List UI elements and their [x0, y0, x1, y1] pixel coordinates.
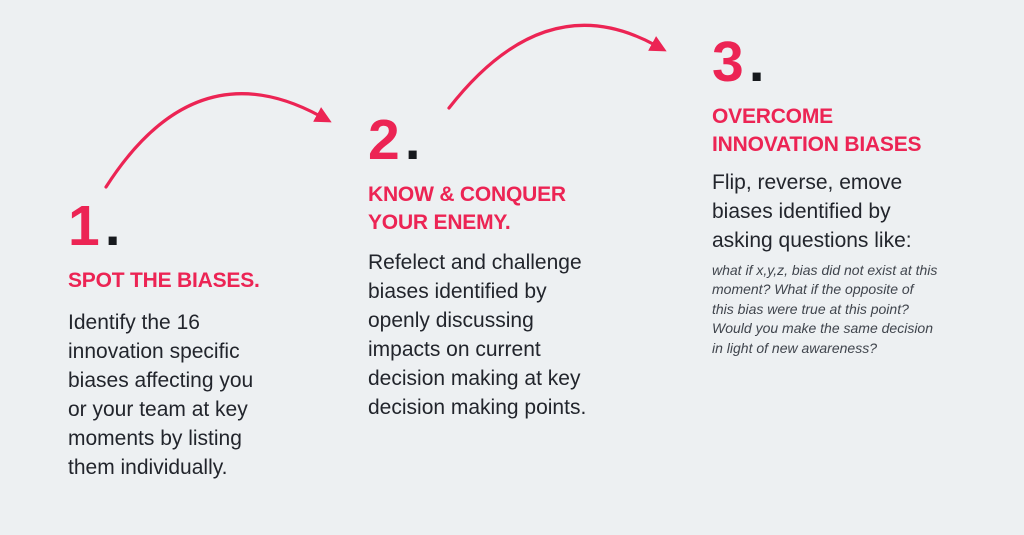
step-3-number: 3. [712, 34, 942, 91]
step-2-number: 2. [368, 112, 596, 169]
step-2-number-digit: 2 [368, 108, 400, 172]
step-1-number-period: . [104, 194, 121, 258]
step-3-number-period: . [748, 30, 765, 94]
curved-arrow-step1-to-step2-icon [104, 92, 332, 189]
step-3-note-line: Would you make the same decision [712, 320, 933, 337]
step-1-heading: SPOT THE BIASES. [68, 269, 260, 292]
step-1: 1. SPOT THE BIASES. Identify the 16 inno… [68, 198, 273, 483]
step-2: 2. KNOW & CONQUER YOUR ENEMY. Refelect a… [368, 112, 596, 423]
step-3-note: what if x,y,z, bias did not exist at thi… [712, 261, 942, 359]
step-1-number: 1. [68, 198, 273, 255]
step-1-number-digit: 1 [68, 194, 100, 258]
step-2-number-period: . [404, 108, 421, 172]
step-2-body: Refelect and challenge biases identified… [368, 250, 587, 419]
step-3-number-digit: 3 [712, 30, 744, 94]
step-3-body: Flip, reverse, emove biases identified b… [712, 170, 912, 252]
curved-arrow-step2-to-step3-icon [447, 23, 667, 110]
step-3-note-line: what if x,y,z, bias did not exist at thi… [712, 261, 938, 278]
step-3-note-line: this bias were true at this point? [712, 300, 909, 317]
step-3-heading: OVERCOME INNOVATION BIASES [712, 105, 922, 157]
step-3-note-line: in light of new awareness? [712, 339, 877, 356]
step-3-note-line: moment? What if the opposite of [712, 281, 914, 298]
step-1-body: Identify the 16 innovation specific bias… [68, 311, 254, 480]
step-2-heading: KNOW & CONQUER YOUR ENEMY. [368, 183, 566, 235]
step-3: 3. OVERCOME INNOVATION BIASES Flip, reve… [712, 34, 942, 359]
